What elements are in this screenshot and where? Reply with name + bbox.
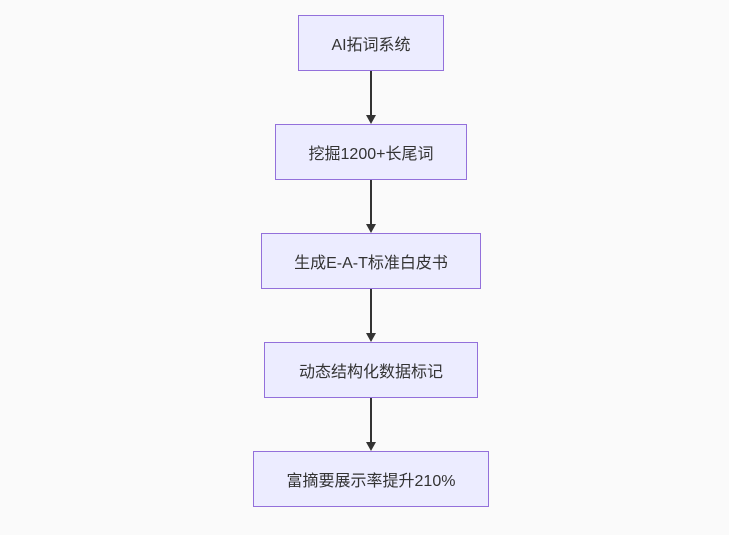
flow-node-rich-snippet-uplift: 富摘要展示率提升210% [253,451,489,507]
flow-node-structured-data-markup: 动态结构化数据标记 [264,342,478,398]
arrow-down-icon [366,115,376,124]
edge-line [370,289,372,333]
edge-line [370,71,372,115]
edge-line [370,398,372,442]
flow-edge-3 [366,289,376,342]
arrow-down-icon [366,224,376,233]
node-label: AI拓词系统 [331,37,411,54]
flow-edge-1 [366,71,376,124]
node-label: 生成E-A-T标准白皮书 [294,255,448,272]
node-label: 动态结构化数据标记 [298,364,443,381]
arrow-down-icon [366,442,376,451]
flow-edge-4 [366,398,376,451]
arrow-down-icon [366,333,376,342]
flow-node-eat-whitepaper: 生成E-A-T标准白皮书 [261,233,481,289]
node-label: 挖掘1200+长尾词 [308,146,434,163]
flow-edge-2 [366,180,376,233]
node-label: 富摘要展示率提升210% [286,473,456,490]
flowchart-column: AI拓词系统 挖掘1200+长尾词 生成E-A-T标准白皮书 动态结构化数据标记 [253,15,489,507]
flow-node-longtail-mining: 挖掘1200+长尾词 [275,124,467,180]
flow-node-ai-keyword-system: AI拓词系统 [298,15,444,71]
edge-line [370,180,372,224]
